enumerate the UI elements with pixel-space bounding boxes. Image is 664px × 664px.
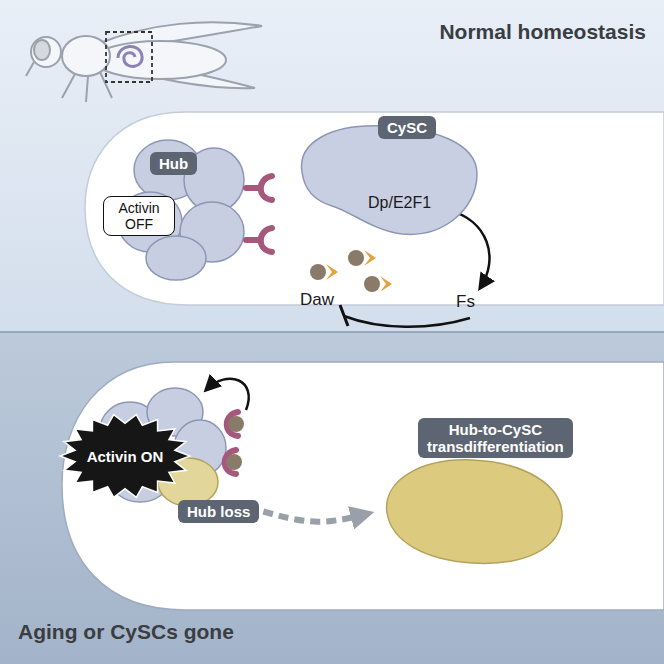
ligand-label: Daw (300, 290, 334, 310)
inhibition-bar (340, 305, 348, 326)
antagonist-label: Fs (456, 292, 475, 312)
cell-body (387, 460, 562, 563)
transdifferentiated-cell: Hub-to-CySC transdifferentiation (372, 418, 572, 568)
node-text: Hub (159, 155, 188, 172)
node-text: Aging or CySCs gone (18, 620, 234, 644)
panel-band: Normal homeostasisHubActivin OFF CySC (0, 0, 664, 332)
transcription-factor-label: Dp/E2F1 (368, 194, 431, 212)
receptor (246, 176, 272, 252)
daw-ligand (226, 454, 242, 470)
activin-starburst: Activin ON (58, 412, 192, 500)
hub-loss-box: Hub loss (178, 500, 259, 523)
node-text: Activin OFF (110, 200, 168, 232)
dashed-arrow (263, 512, 372, 522)
hub-label: Hub (150, 152, 197, 175)
inhibition-arc (344, 316, 470, 327)
testis-coil (118, 46, 142, 66)
panel-divider (0, 331, 664, 333)
bottom-panel-ground (0, 332, 664, 664)
daw-fs-complex (310, 250, 392, 292)
activation-arrow (448, 210, 490, 288)
node-text: Activin ON (58, 448, 192, 465)
zoom-box (106, 32, 152, 82)
top-panel-ground (0, 0, 664, 332)
daw-ligand (228, 416, 244, 432)
node-text: Normal homeostasis (439, 20, 646, 44)
testis-tip (85, 112, 664, 305)
activin-state-box: Activin OFF (103, 196, 175, 236)
node-text: Hub-to-CySC transdifferentiation (418, 418, 573, 458)
autocrine-arrow (206, 379, 249, 410)
fly-illustration (26, 22, 262, 102)
cyst-stem-cell: CySC (292, 112, 482, 242)
node-text: Hub loss (187, 503, 250, 520)
cell-body (302, 126, 477, 235)
node-text: CySC (378, 116, 436, 139)
panel-band: Aging or CySCs gone Activin ON Hub loss Hub… (0, 332, 664, 664)
